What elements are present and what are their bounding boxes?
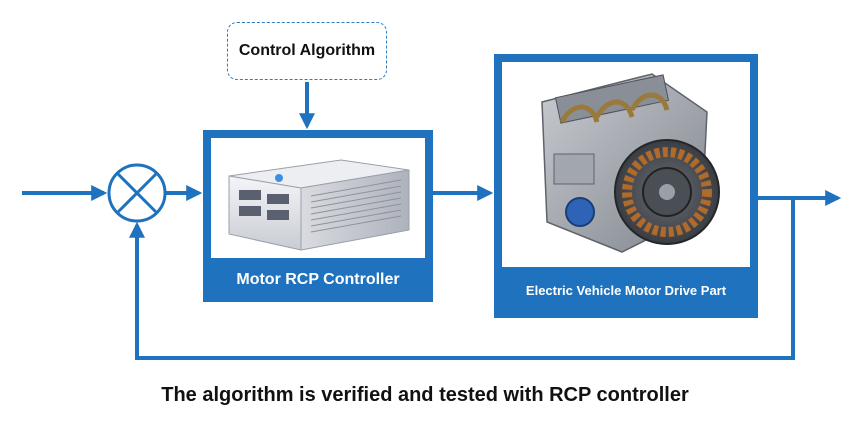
feedback-path xyxy=(129,198,795,360)
motor-drive-block: Electric Vehicle Motor Drive Part xyxy=(494,54,758,318)
rcp-controller-block: Motor RCP Controller xyxy=(203,130,433,302)
motor-drive-label: Electric Vehicle Motor Drive Part xyxy=(525,282,727,298)
control-algorithm-label: Control Algorithm xyxy=(238,42,376,59)
rcp-controller-label: Motor RCP Controller xyxy=(236,271,400,288)
summing-junction-icon xyxy=(107,163,167,223)
control-algorithm-block: Control Algorithm xyxy=(227,22,387,80)
motor-drive-image xyxy=(502,62,750,267)
rcp-controller-image xyxy=(211,138,425,258)
diagram-caption: The algorithm is verified and tested wit… xyxy=(161,384,689,406)
